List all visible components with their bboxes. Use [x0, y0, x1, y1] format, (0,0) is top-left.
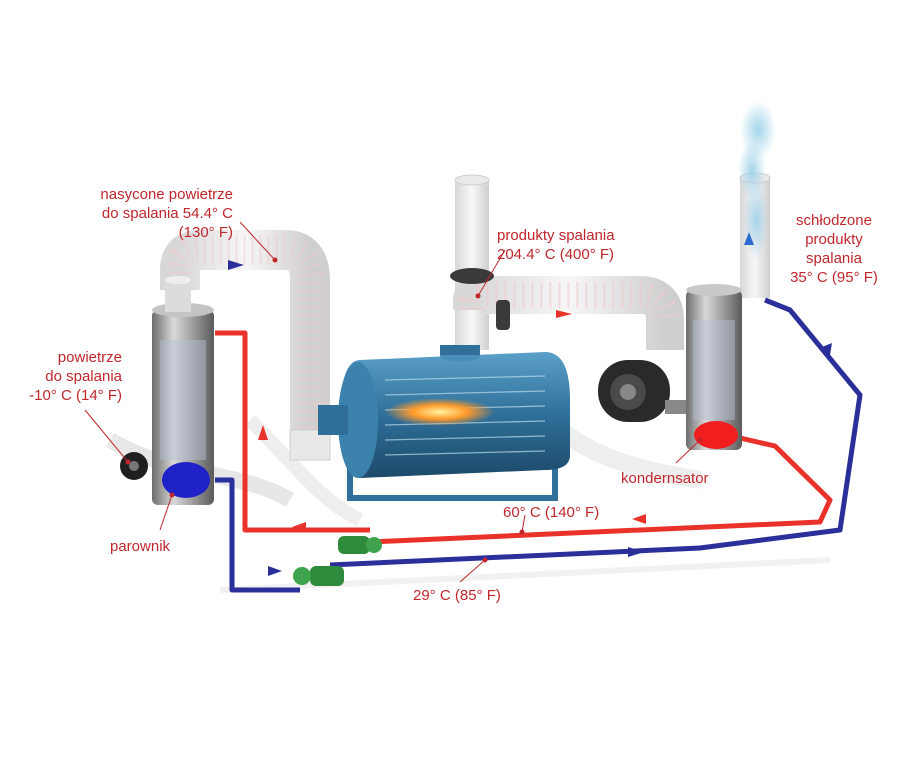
label-cold-loop-temp: 29° C (85° F) [413, 587, 501, 604]
flow-arrow-up-icon [744, 232, 754, 245]
flow-arrow-blue-icon [628, 547, 644, 557]
air-duct-left [160, 230, 331, 461]
hot-water-loop [215, 330, 833, 545]
label-hot-loop-temp: 60° C (140° F) [503, 504, 600, 521]
flow-arrow-blue-icon [822, 343, 832, 355]
flow-arrow-red-icon [632, 514, 646, 524]
label-saturated-air: nasycone powietrze do spalania 54.4° C (… [100, 186, 233, 241]
damper-icon [450, 268, 494, 284]
leader-lines [84, 221, 703, 583]
label-cooled-products: schłodzone produkty spalania 35° C (95° … [790, 212, 878, 286]
flow-arrow-blue-icon [268, 566, 282, 576]
cold-water-loop [215, 297, 863, 593]
exhaust-stack [738, 100, 776, 298]
damper-icon [496, 300, 510, 330]
flow-arrow-red-icon [258, 425, 268, 440]
evaporator-tower [120, 276, 214, 505]
pump-cold [293, 566, 344, 586]
label-combustion-air: powietrze do spalania -10° C (14° F) [29, 349, 122, 404]
label-combustion-products: produkty spalania 204.4° C (400° F) [497, 227, 615, 263]
pump-hot [338, 536, 382, 554]
flue-duct [450, 174, 684, 350]
condenser-tower [598, 284, 742, 450]
boiler [318, 345, 570, 501]
flow-arrow-red-icon [556, 310, 572, 318]
label-evaporator: parownik [110, 538, 171, 555]
flow-arrow-red-icon [292, 522, 306, 532]
flow-arrow-blue-icon [228, 260, 244, 270]
label-condenser: kondernsator [621, 470, 709, 487]
